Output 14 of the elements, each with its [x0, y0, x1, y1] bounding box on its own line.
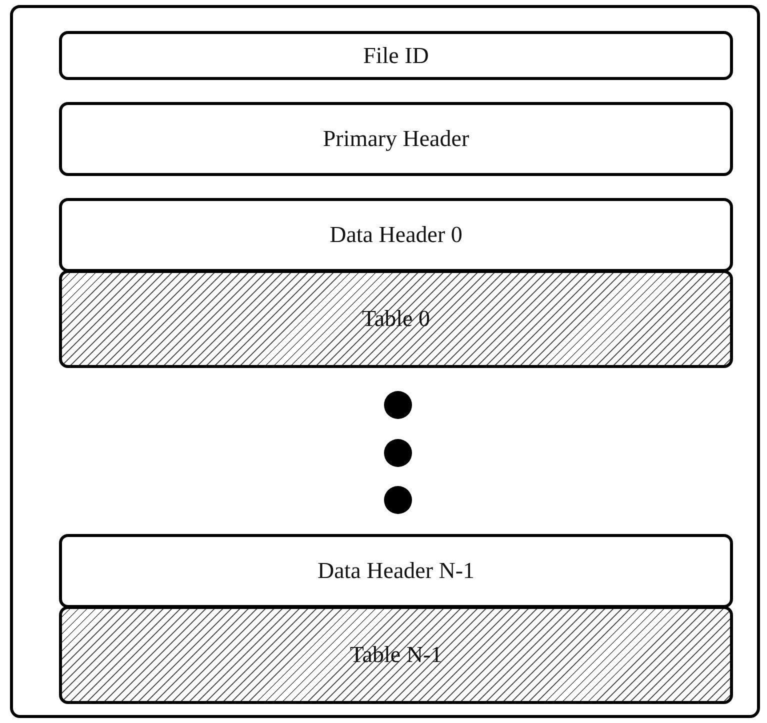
ellipsis-dot: [384, 486, 412, 514]
box-label: Primary Header: [322, 126, 470, 152]
header-box: [59, 102, 733, 176]
box-label: File ID: [363, 42, 429, 68]
ellipsis-dot: [384, 439, 412, 467]
box-label: Data Header N-1: [317, 558, 475, 584]
box-label: Data Header 0: [330, 222, 462, 248]
field-box: [59, 31, 733, 80]
table-block: [59, 270, 733, 368]
ellipsis-dot: [384, 391, 412, 419]
file-outline: [10, 5, 760, 718]
header-box: [59, 534, 733, 608]
header-box: [59, 198, 733, 272]
table-block: [59, 606, 733, 704]
